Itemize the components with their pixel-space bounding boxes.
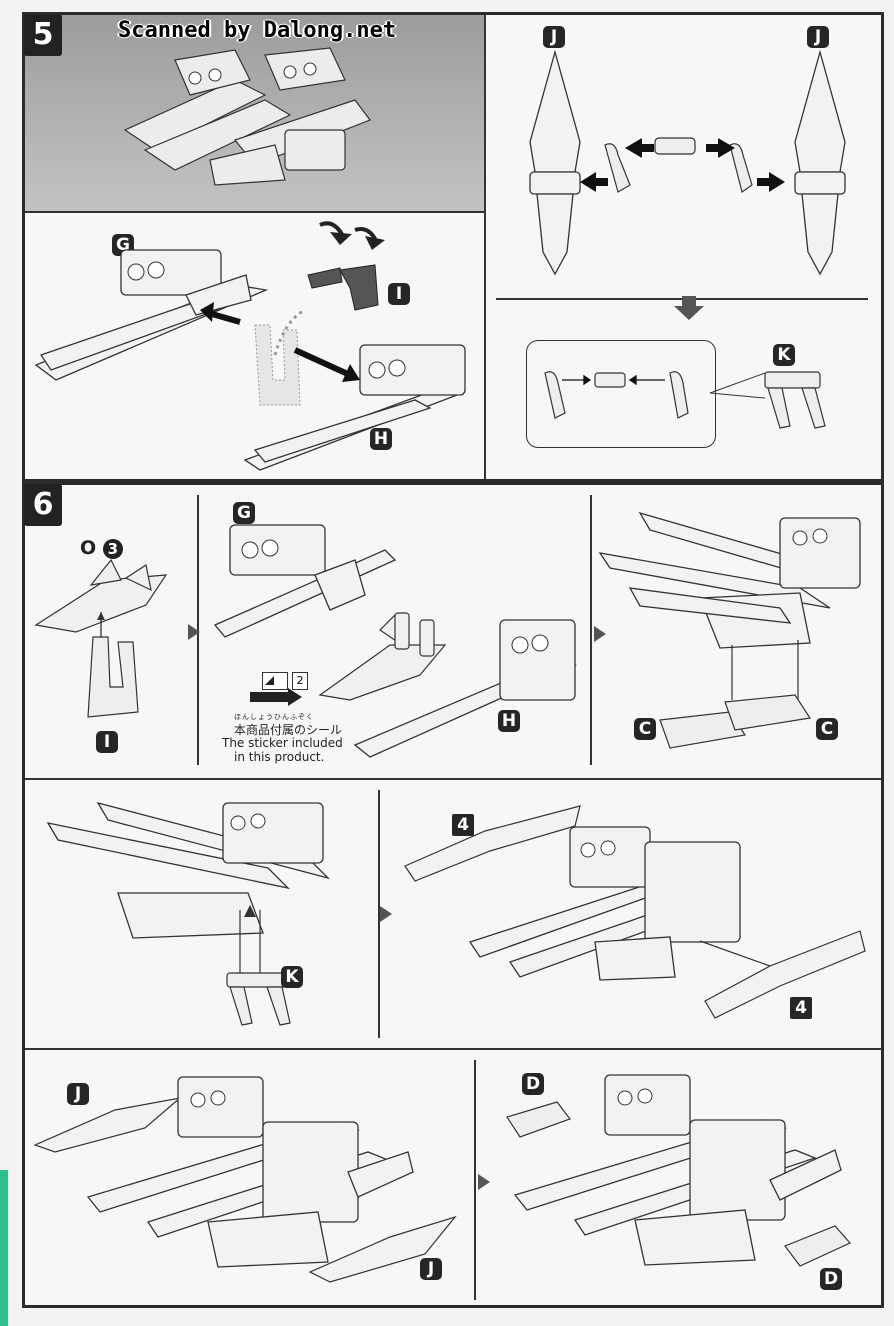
part-d-thruster-top — [506, 1101, 571, 1138]
step5-vertical-divider — [484, 15, 486, 479]
sticker-english-line2: in this product. — [234, 750, 325, 764]
part-label-d-top: D — [522, 1073, 544, 1095]
part-k-bracket-step6 — [226, 905, 291, 1026]
step6-row2-bottom — [25, 1048, 881, 1050]
step6-row3-div — [474, 1060, 476, 1300]
sticker-ruby: ほんしょうひんふぞく — [234, 713, 314, 721]
part-o3-number: 3 — [102, 539, 123, 559]
step6-row2-div — [378, 790, 380, 1038]
step6-row2-result — [468, 826, 741, 981]
part-label-i-step6: I — [96, 731, 118, 753]
step6-row3-assembly — [86, 1076, 414, 1268]
part-label-h-step5: H — [370, 428, 392, 450]
step5-left-divider — [25, 211, 484, 213]
sticker-arrow-head — [288, 688, 302, 706]
part-label-g-step6: G — [233, 502, 255, 524]
part-label-j-row3-bottom: J — [420, 1258, 442, 1280]
part-h-booster — [243, 344, 466, 471]
part-j-pylon-right — [794, 49, 846, 276]
step6-final-assembly — [513, 1074, 842, 1266]
step5-arrows-left — [200, 302, 360, 382]
part-label-4-top: 4 — [452, 814, 474, 836]
step6-row1-div2 — [590, 495, 592, 765]
step6-h-booster — [353, 619, 577, 758]
sticker-icon-fill — [265, 676, 274, 685]
sticker-arrow — [250, 692, 288, 702]
part-label-c-right: C — [816, 718, 838, 740]
step-number-6: 6 — [24, 484, 62, 526]
part-label-k-step5: K — [773, 344, 795, 366]
page-edge-accent — [0, 1170, 8, 1326]
part-j-pylon-row3-left — [33, 1097, 183, 1153]
part-label-j-right: J — [807, 26, 829, 48]
sticker-japanese: 本商品付属のシール — [234, 723, 343, 737]
part-label-i-step5: I — [388, 283, 410, 305]
part-label-j-left: J — [543, 26, 565, 48]
part-o3-label: O 3 — [80, 537, 123, 559]
part-d-thruster-bottom — [784, 1225, 851, 1267]
part-j-pylon-left — [529, 49, 581, 276]
part-o3-prefix: O — [80, 537, 97, 559]
step6-flow-arrow-3 — [380, 906, 392, 922]
part-4-cover-top — [404, 805, 581, 882]
step-number-5: 5 — [24, 14, 62, 56]
sticker-english-line1: The sticker included — [222, 736, 343, 750]
step6-o3-with-i — [318, 612, 447, 701]
part-label-d-bottom: D — [820, 1268, 842, 1290]
part-label-k-step6: K — [281, 966, 303, 988]
step6-g-booster — [213, 524, 397, 638]
step5-k-assembly-parts — [544, 371, 689, 419]
part-label-j-row3-top: J — [67, 1083, 89, 1105]
step5-j-connector-parts — [580, 137, 785, 193]
step6-flow-arrow-1 — [188, 624, 200, 640]
part-o3-fighter — [34, 558, 168, 633]
part-i-bracket-step6 — [87, 612, 139, 718]
step6-row1-bottom — [25, 778, 881, 780]
step5-down-arrow — [674, 296, 704, 320]
part-label-c-left: C — [634, 718, 656, 740]
step5-preview-assembly — [123, 47, 371, 186]
part-c-pieces — [659, 640, 812, 749]
step6-combined-boosters — [598, 511, 861, 649]
part-label-h-step6: H — [498, 710, 520, 732]
part-i-bracket — [307, 221, 385, 311]
step6-flow-arrow-2 — [594, 626, 606, 642]
part-j-pylon-row3-right — [308, 1215, 457, 1283]
part-i-bracket-ghost — [254, 324, 301, 406]
part-k-bracket-step5 — [709, 371, 826, 429]
part-label-4-bottom: 4 — [790, 997, 812, 1019]
step6-flow-arrow-4 — [478, 1174, 490, 1190]
part-4-cover-bottom — [699, 930, 866, 1019]
step6-row2-assembly — [46, 801, 331, 939]
scanner-watermark: Scanned by Dalong.net — [118, 18, 397, 43]
